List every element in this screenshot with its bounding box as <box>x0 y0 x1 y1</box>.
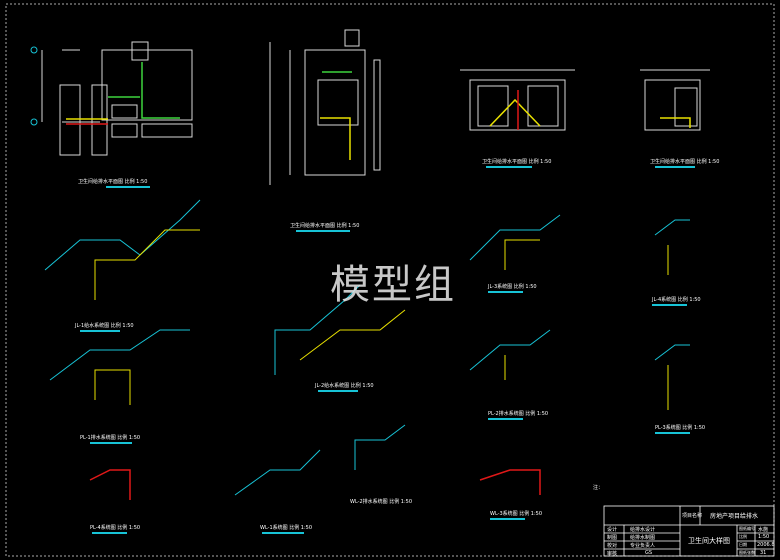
role-name: 给排水设计 <box>630 527 656 533</box>
caption-iso-11: WL-3系统图 比例 1:50 <box>490 511 543 517</box>
caption-plan-4: 卫生间给排水平面图 比例 1:50 <box>650 159 720 165</box>
role-name: GS <box>645 550 653 556</box>
caption-underline <box>318 390 358 392</box>
role-name: 给排水制图 <box>630 535 656 541</box>
caption-underline <box>655 166 695 168</box>
role-label: 制图 <box>607 535 618 541</box>
watermark: 模型组 <box>330 262 456 308</box>
caption-underline <box>296 230 350 232</box>
info-label: 比例 <box>739 534 747 539</box>
caption-iso-9: WL-1系统图 比例 1:50 <box>260 525 313 531</box>
title-block-frame <box>603 505 775 557</box>
caption-underline <box>652 304 687 306</box>
caption-iso-8: PL-4系统图 比例 1:50 <box>90 525 141 531</box>
caption-plan-2: 卫生间给排水平面图 比例 1:50 <box>290 223 360 229</box>
caption-iso-4: JL-4系统图 比例 1:50 <box>652 297 701 303</box>
project-label: 项目名称 <box>682 513 703 519</box>
caption-underline <box>106 186 150 188</box>
info-label: 日期 <box>739 542 747 547</box>
caption-plan-3: 卫生间给排水平面图 比例 1:50 <box>482 159 552 165</box>
info-value: 2006.8 <box>757 542 775 548</box>
drain-diagrams-red <box>89 469 541 500</box>
caption-underline <box>488 291 523 293</box>
note-label: 注： <box>593 485 604 491</box>
info-value: 1:50 <box>758 534 770 540</box>
caption-plan-1: 卫生间给排水平面图 比例 1:50 <box>78 179 148 185</box>
caption-underline <box>92 532 127 534</box>
caption-iso-1: JL-1给水系统图 比例 1:50 <box>75 323 134 329</box>
caption-iso-7: PL-3系统图 比例 1:50 <box>655 425 706 431</box>
caption-iso-2: JL-2给水系统图 比例 1:50 <box>315 383 374 389</box>
caption-iso-5: PL-1排水系统图 比例 1:50 <box>80 435 141 441</box>
isometric-diagrams <box>44 199 690 496</box>
info-label: 图纸张数 <box>739 550 755 555</box>
plan-1 <box>41 41 193 156</box>
info-value: 水施 <box>758 527 769 533</box>
caption-iso-10: WL-2排水系统图 比例 1:50 <box>350 499 413 505</box>
role-label: 设计 <box>607 527 618 533</box>
plan-4 <box>640 69 710 131</box>
caption-underline <box>655 432 690 434</box>
caption-iso-6: PL-2排水系统图 比例 1:50 <box>488 411 549 417</box>
drawing-title: 卫生间大样图 <box>688 537 730 545</box>
caption-underline <box>80 330 120 332</box>
caption-underline <box>262 532 304 534</box>
info-value: 31 <box>760 550 767 556</box>
caption-underline <box>488 418 523 420</box>
role-label: 审核 <box>607 551 618 557</box>
role-label: 校对 <box>607 543 618 549</box>
drawing-border <box>5 3 775 557</box>
caption-underline <box>90 442 132 444</box>
plan-2 <box>269 29 381 185</box>
caption-iso-3: JL-3系统图 比例 1:50 <box>488 284 537 290</box>
caption-underline <box>490 518 525 520</box>
project-name: 房地产项目给排水 <box>710 513 759 520</box>
role-name: 专业负责人 <box>630 543 656 549</box>
info-label: 图纸编号 <box>739 526 755 531</box>
caption-underline <box>486 166 532 168</box>
